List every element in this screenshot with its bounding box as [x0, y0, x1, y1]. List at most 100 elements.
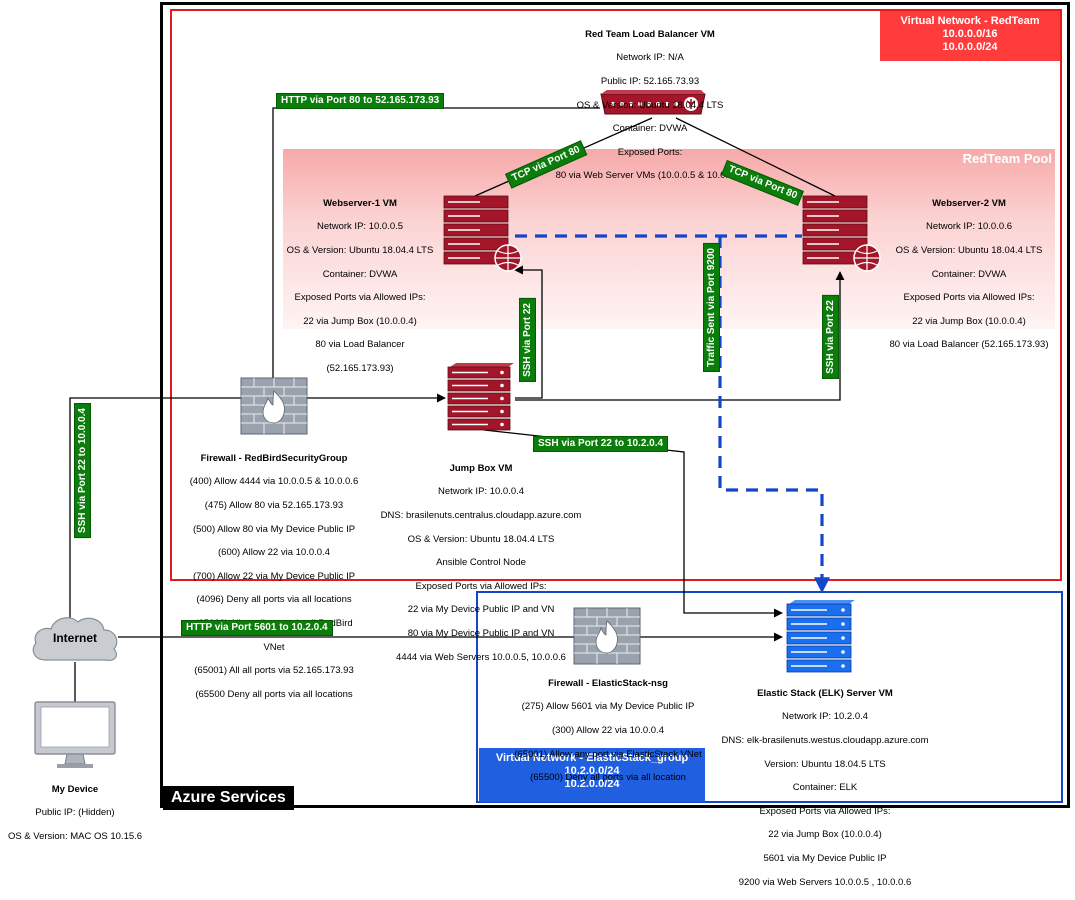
jumpbox-line: OS & Version: Ubuntu 18.04.4 LTS	[407, 533, 555, 545]
redteam-vnet-title: Virtual Network - RedTeam	[900, 15, 1040, 27]
webserver-1-line: (52.165.173.93)	[326, 362, 394, 374]
elk-server-icon	[786, 600, 855, 673]
elk-line: Version: Ubuntu 18.04.5 LTS	[764, 758, 886, 770]
jumpbox-line: Exposed Ports via Allowed IPs:	[415, 580, 547, 592]
jumpbox-ws1-connector	[514, 265, 543, 399]
webserver-1-line: 80 via Load Balancer	[315, 339, 405, 351]
firewall-red-rule: (600) Allow 22 via 10.0.0.4	[218, 547, 330, 559]
load-balancer-line: Exposed Ports:	[617, 146, 683, 158]
webserver-2-line: OS & Version: Ubuntu 18.04.4 LTS	[895, 244, 1043, 256]
jumpbox-line: 4444 via Web Servers 10.0.0.5, 10.0.0.6	[396, 651, 566, 663]
elk-line: Exposed Ports via Allowed IPs:	[759, 805, 891, 817]
elk-line: Container: ELK	[792, 782, 858, 794]
firewall-red-rule: (65001) All all ports via 52.165.173.93	[194, 665, 354, 677]
jumpbox-server-icon	[447, 363, 514, 431]
firewall-red-title: Firewall - RedBirdSecurityGroup	[200, 452, 348, 464]
ssh22-jump-ws1-label: SSH via Port 22	[519, 298, 536, 382]
elk-line: 22 via Jump Box (10.0.0.4)	[768, 829, 882, 841]
ssh22-elk-label: SSH via Port 22 to 10.2.0.4	[533, 436, 669, 452]
load-balancer-icon	[600, 90, 706, 115]
webserver-2-line: 22 via Jump Box (10.0.0.4)	[912, 315, 1026, 327]
http5601-label: HTTP via Port 5601 to 10.2.0.4	[181, 620, 333, 636]
lb-ws2-connector	[675, 117, 836, 197]
my-device-title: My Device	[51, 783, 99, 795]
internet-jumpbox-connector	[69, 393, 446, 618]
redteam-vnet-cidr: 10.0.0.0/24	[942, 41, 998, 53]
jumpbox-line: DNS: brasilenuts.centralus.cloudapp.azur…	[380, 509, 582, 521]
firewall-red-rule: (400) Allow 4444 via 10.0.0.5 & 10.0.0.6	[189, 476, 359, 488]
elastic-vnet-container	[476, 591, 1063, 803]
elastic-vnet-cidr: 10.2.0.0/24	[564, 778, 620, 790]
elk-line: 9200 via Web Servers 10.0.0.5 , 10.0.0.6	[738, 876, 912, 888]
azure-services-container	[160, 2, 1070, 808]
load-balancer-info: Red Team Load Balancer VM Network IP: N/…	[520, 17, 780, 194]
redteam-pool-label: RedTeam Pool	[962, 151, 1052, 166]
webserver-1-icon	[443, 195, 522, 272]
my-device-monitor-icon	[34, 701, 116, 768]
redteam-pool-area	[283, 149, 1055, 329]
firewall-red-rule: (500) Allow 80 via My Device Public IP	[192, 523, 356, 535]
elastic-vnet-cidr: 10.2.0.0/24	[564, 765, 620, 777]
firewall-elastic-rule: (65500) Deny all ports via all location	[530, 772, 686, 784]
firewall-red-info: Firewall - RedBirdSecurityGroup (400) Al…	[176, 441, 372, 712]
webserver-2-line: 80 via Load Balancer (52.165.173.93)	[889, 339, 1049, 351]
webserver-1-info: Webserver-1 VM Network IP: 10.0.0.5 OS &…	[280, 186, 440, 387]
webserver-2-line: Network IP: 10.0.0.6	[925, 221, 1013, 233]
elk-line: Network IP: 10.2.0.4	[781, 711, 869, 723]
webserver-2-icon	[802, 195, 881, 272]
webserver-1-line: Network IP: 10.0.0.5	[316, 221, 404, 233]
ssh22-ws2-label: SSH via Port 22	[822, 295, 839, 379]
firewall-elastic-rule: (65001) Allow any port via ElasticStack …	[514, 748, 702, 760]
load-balancer-line: OS & Version: Ubuntu 18.04.4 LTS	[576, 99, 724, 111]
elk-title: Elastic Stack (ELK) Server VM	[757, 687, 893, 699]
firewall-elastic-rule: (275) Allow 5601 via My Device Public IP	[521, 701, 695, 713]
internet-label: Internet	[52, 631, 97, 645]
azure-services-label: Azure Services	[163, 786, 294, 810]
redteam-vnet-container	[170, 9, 1062, 581]
webserver-2-title: Webserver-2 VM	[932, 197, 1006, 209]
jumpbox-line: 22 via My Device Public IP and VN	[407, 604, 555, 616]
load-balancer-title: Red Team Load Balancer VM	[585, 28, 715, 40]
my-device-info: My Device Public IP: (Hidden) OS & Versi…	[0, 772, 150, 855]
my-device-line: OS & Version: MAC OS 10.15.6	[7, 830, 143, 842]
jumpbox-line: Ansible Control Node	[436, 557, 526, 569]
webserver-1-line: Container: DVWA	[322, 268, 398, 280]
firewall-red-rule: (65500 Deny all ports via all locations	[195, 688, 353, 700]
elastic-vnet-title: Virtual Network - ElasticStack_group	[495, 752, 689, 764]
webserver-1-line: 22 via Jump Box (10.0.0.4)	[303, 315, 417, 327]
webserver-2-line: Container: DVWA	[931, 268, 1007, 280]
jumpbox-ws2-connector	[515, 271, 845, 401]
webserver-1-line: Exposed Ports via Allowed IPs:	[294, 292, 426, 304]
firewall-red-rule: (4096) Deny all ports via all locations	[196, 594, 352, 606]
firewall-elastic-title: Firewall - ElasticStack-nsg	[548, 677, 668, 689]
connector-layer	[69, 107, 845, 702]
http80-label: HTTP via Port 80 to 52.165.173.93	[276, 93, 445, 109]
load-balancer-line: Network IP: N/A	[616, 52, 684, 64]
firewall-red-rule: VNet	[263, 641, 285, 653]
elk-line: DNS: elk-brasilenuts.westus.cloudapp.azu…	[721, 734, 929, 746]
load-balancer-line: Container: DVWA	[612, 123, 688, 135]
internet-cloud-icon	[32, 617, 118, 661]
firewall-red-icon	[240, 377, 308, 435]
my-device-line: Public IP: (Hidden)	[35, 807, 115, 819]
elk-info: Elastic Stack (ELK) Server VM Network IP…	[710, 676, 940, 900]
firewall-elastic-icon	[573, 607, 641, 665]
webserver-1-title: Webserver-1 VM	[323, 197, 397, 209]
elastic-vnet-badge: Virtual Network - ElasticStack_group 10.…	[479, 748, 705, 802]
jumpbox-line: Network IP: 10.0.0.4	[437, 486, 525, 498]
redteam-vnet-badge: Virtual Network - RedTeam 10.0.0.0/16 10…	[880, 11, 1060, 61]
firewall-red-rule: (700) Allow 22 via My Device Public IP	[192, 570, 356, 582]
http80-connector	[272, 107, 600, 380]
redteam-vnet-cidr: 10.0.0.0/16	[942, 28, 998, 40]
firewall-elastic-info: Firewall - ElasticStack-nsg (275) Allow …	[497, 666, 719, 796]
load-balancer-line: Public IP: 52.165.73.93	[600, 75, 700, 87]
webserver-2-line: Exposed Ports via Allowed IPs:	[903, 292, 1035, 304]
jumpbox-title: Jump Box VM	[449, 462, 513, 474]
webserver-1-line: OS & Version: Ubuntu 18.04.4 LTS	[286, 244, 434, 256]
firewall-red-rule: (475) Allow 80 via 52.165.173.93	[204, 499, 344, 511]
traffic9200-label: Traffic Sent via Port 9200	[703, 243, 720, 372]
webserver-2-info: Webserver-2 VM Network IP: 10.0.0.6 OS &…	[878, 186, 1060, 363]
ssh22-internet-label: SSH via Port 22 to 10.0.0.4	[74, 403, 91, 539]
firewall-elastic-rule: (300) Allow 22 via 10.0.0.4	[552, 724, 664, 736]
elk-line: 5601 via My Device Public IP	[763, 852, 887, 864]
